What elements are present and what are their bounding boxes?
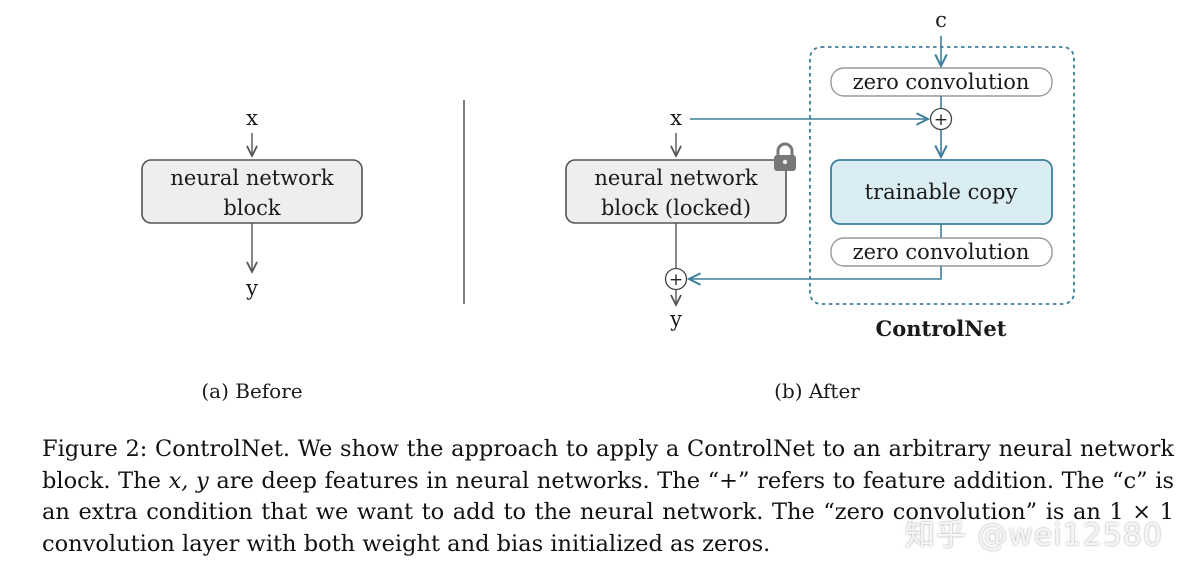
plus-node-bottom <box>664 267 688 291</box>
zhihu-watermark: 知乎 @wei12580 <box>904 518 1163 553</box>
panel-a-block-line2: block <box>223 196 281 220</box>
panel-a-block-line1: neural network <box>170 166 333 190</box>
lock-icon <box>774 142 796 171</box>
subcaption-a: (a) Before <box>201 379 302 403</box>
subcaption-b: (b) After <box>774 379 860 403</box>
panel-b-input-x: x <box>670 106 682 130</box>
plus-node-bottom-symbol: + <box>669 270 683 290</box>
plus-node-top <box>929 107 953 131</box>
condition-c-label: c <box>935 8 947 32</box>
controlnet-container <box>809 46 1075 305</box>
panel-a-input-x: x <box>246 106 258 130</box>
zero-conv-bottom-label: zero convolution <box>853 240 1030 264</box>
caption-part2: are deep features in neural networks. Th… <box>42 467 1174 557</box>
arrow-zeroconv-to-output-plus <box>689 266 942 279</box>
controlnet-figure: x neural network block y c zero convolut… <box>141 8 1075 403</box>
figure-caption: Figure 2: ControlNet. We show the approa… <box>42 434 1174 560</box>
locked-block-line1: neural network <box>594 166 757 190</box>
panel-a-before: x neural network block y <box>141 106 363 300</box>
caption-xy: x, y <box>168 467 209 494</box>
caption-part1: Figure 2: ControlNet. We show the approa… <box>42 436 1174 494</box>
trainable-copy-label: trainable copy <box>865 180 1018 204</box>
locked-block-line2: block (locked) <box>601 196 751 220</box>
panel-b-after: c zero convolution x + trainable copy ze… <box>565 8 1075 341</box>
panel-a-output-y: y <box>245 276 258 300</box>
panel-b-output-y: y <box>669 307 682 331</box>
plus-node-top-symbol: + <box>934 110 948 130</box>
zero-conv-top-label: zero convolution <box>853 70 1030 94</box>
controlnet-label: ControlNet <box>876 316 1007 341</box>
